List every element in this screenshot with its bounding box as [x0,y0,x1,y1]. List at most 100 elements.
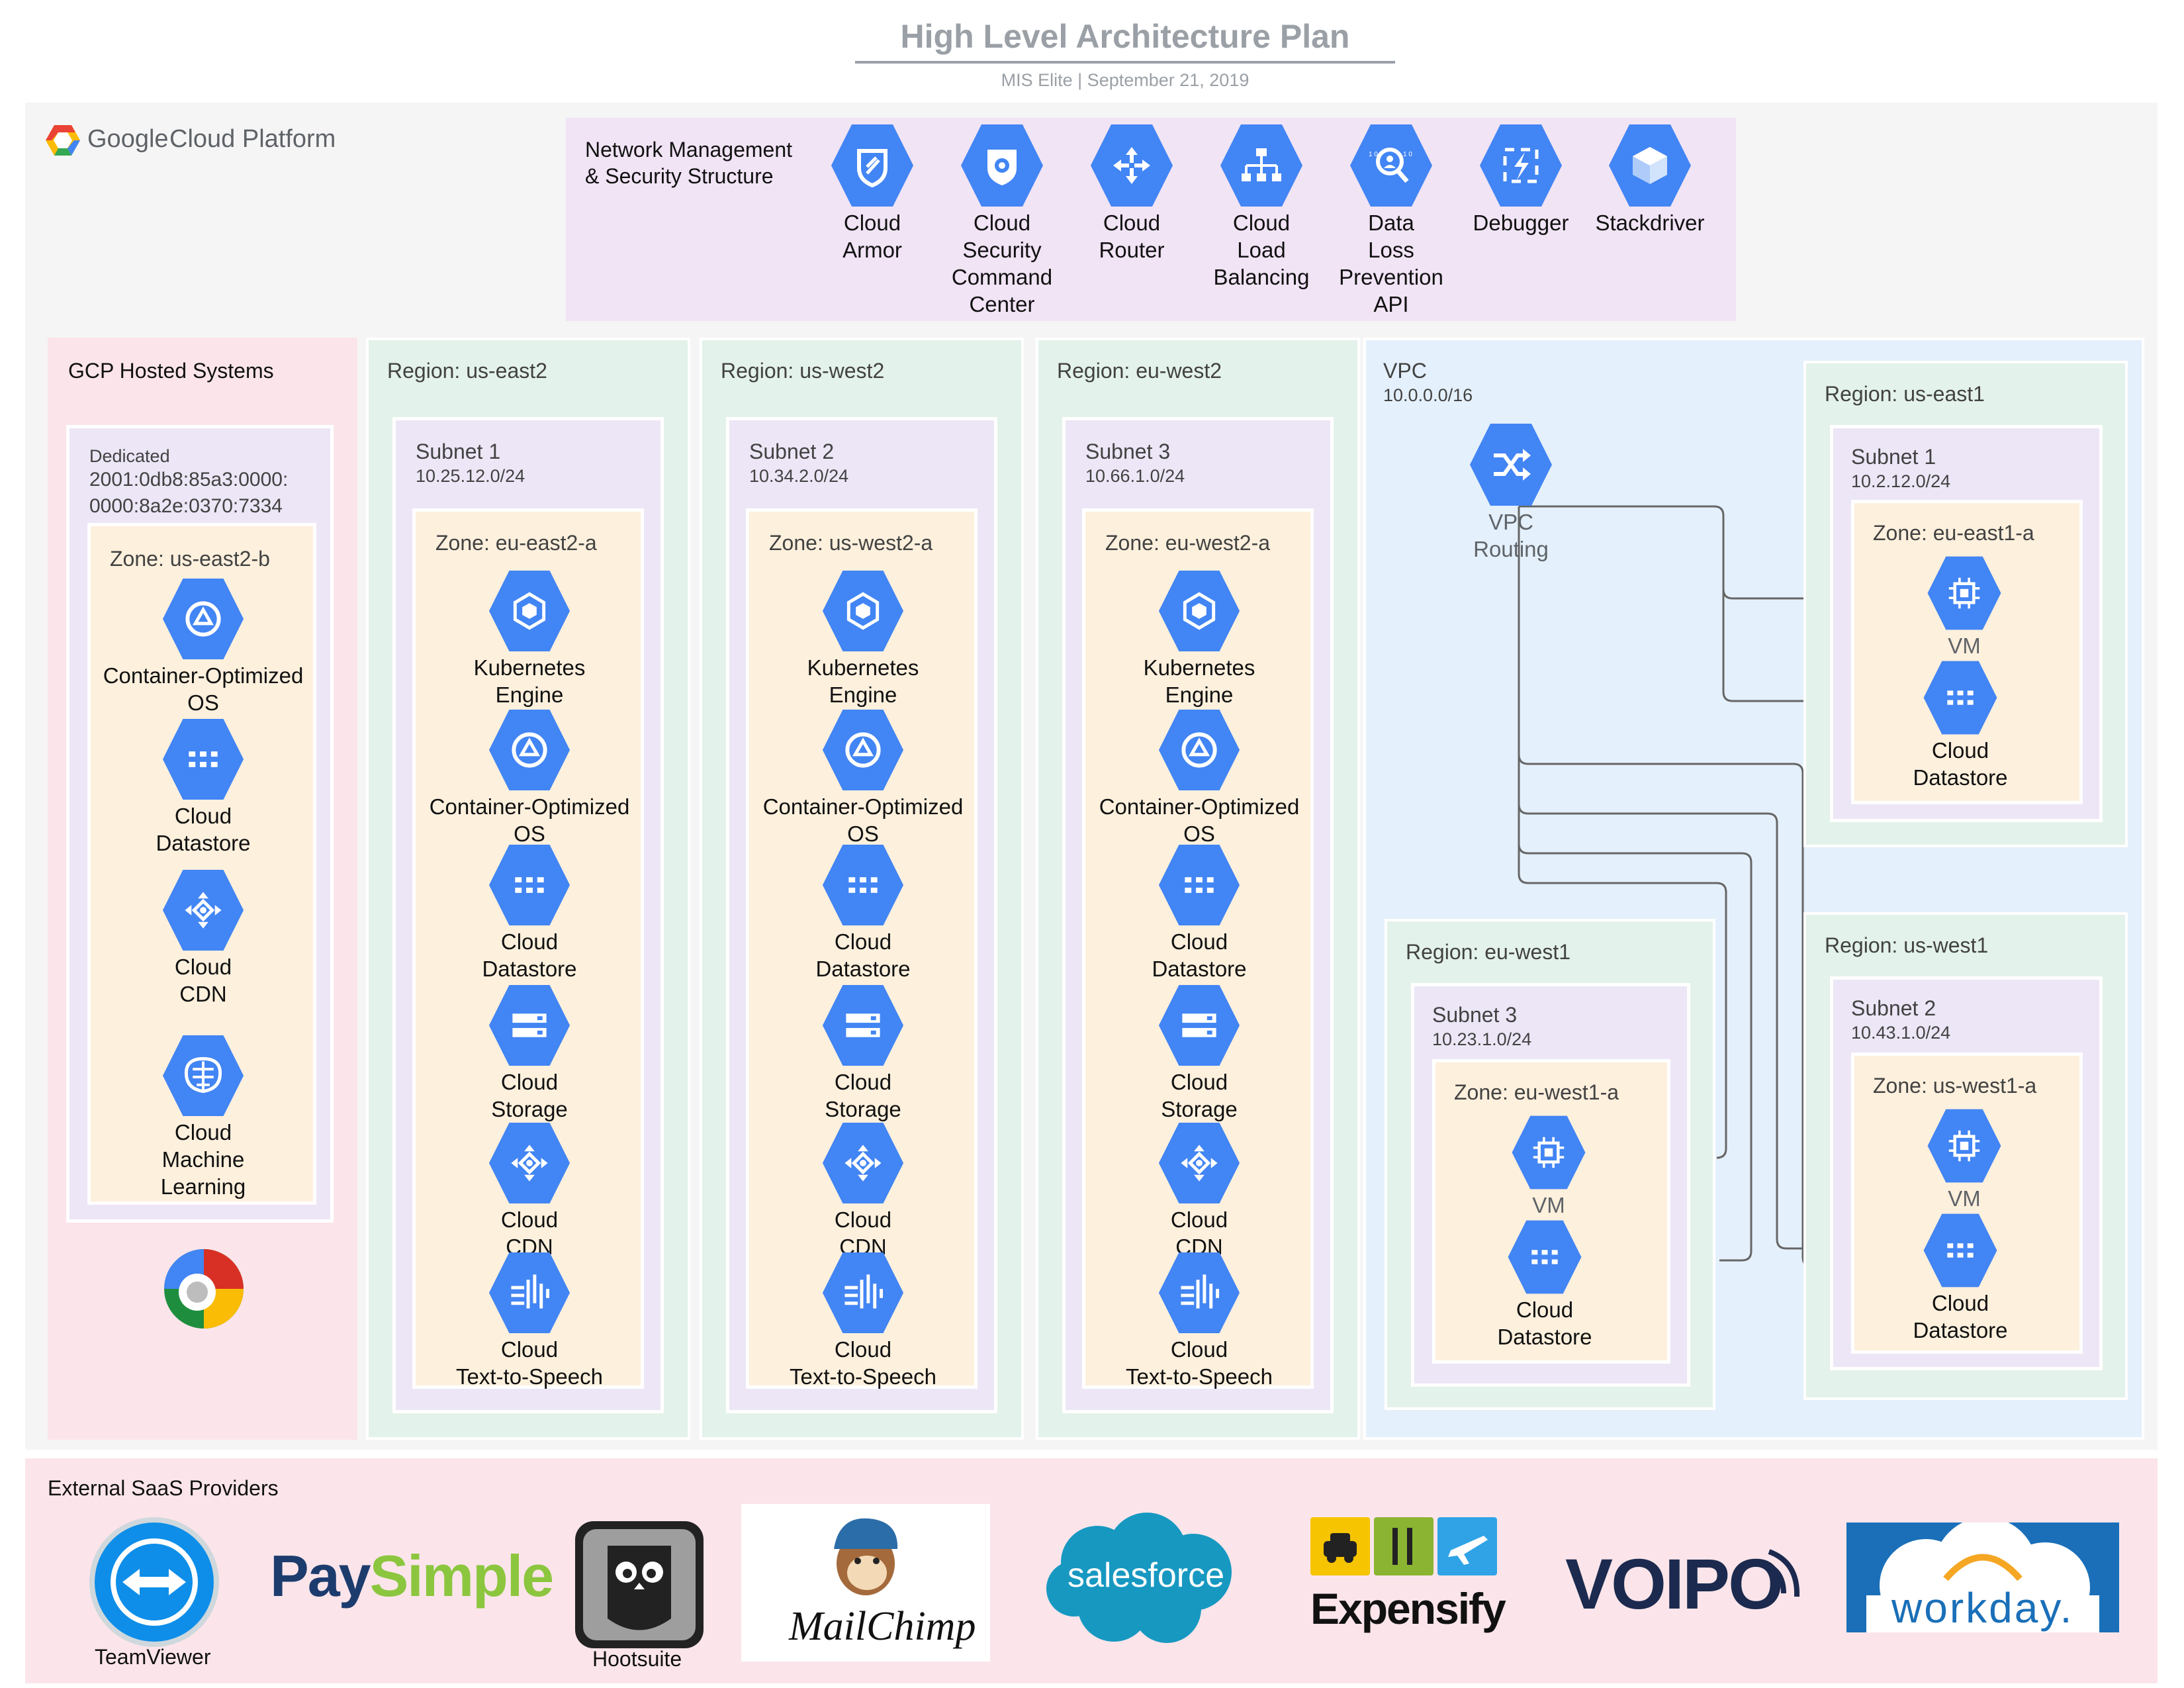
google-maps-logo-icon [164,1249,244,1329]
kubernetes-engine-icon [822,570,904,652]
stackdriver-node [1606,122,1694,209]
container-optimized-os-icon [822,709,904,791]
gcp-logo-icon [46,125,80,156]
label-line: Cloud [843,211,901,235]
debugger-icon [1480,124,1562,207]
label-line: Datastore [1913,1318,2008,1342]
cloud-security-command-center-node [958,122,1046,209]
label-line: Cloud [834,1337,892,1362]
subnet-cidr: 10.34.2.0/24 [749,466,849,486]
container-optimized-os-icon [488,709,570,791]
container-optimized-os-node [820,707,906,793]
vpc-subnet-label: Subnet 3 [1432,1003,1518,1027]
kubernetes-engine-icon [488,570,570,652]
cloud-cdn-node [486,1120,572,1206]
label-line: Kubernetes [807,655,919,680]
label-line: Cloud [973,211,1031,235]
label-line: VPC [1488,510,1533,534]
cloud-armor-icon [831,124,913,207]
cloud-datastore-node [1921,659,1999,737]
text-to-speech-node [1156,1250,1242,1336]
label-line: Kubernetes [473,655,586,680]
label-line: Cloud [834,929,892,954]
cloud-cdn-node [160,867,246,953]
label-line: Cloud [500,1337,559,1362]
label-line: Command [951,265,1053,289]
cloud-datastore-icon [488,844,570,926]
label-line: Center [969,292,1035,316]
workday-logo: workday. [1846,1517,2119,1632]
zone-box [1082,508,1314,1389]
cloud-datastore-node [486,842,572,928]
label-line: Datastore [156,831,251,855]
cloud-load-balancing-node [1218,122,1305,209]
paysimple-logo-simple: Simple [369,1543,555,1609]
paysimple-logo: PaySimple [270,1542,555,1610]
label-line: Armor [842,238,902,262]
container-optimized-os-node [160,576,246,662]
cloud-cdn-icon [488,1122,570,1204]
expensify-food-icon [1374,1517,1433,1575]
debugger-node [1477,122,1565,209]
label-line: Stackdriver [1595,211,1705,235]
cloud-router-icon [1091,124,1173,207]
label-line: OS [187,690,219,715]
cloud-storage-icon [822,984,904,1066]
label-line: Cloud [1170,929,1228,954]
container-optimized-os-icon [1158,709,1240,791]
cloud-datastore-node [160,716,246,802]
kubernetes-engine-icon [1158,570,1240,652]
zone-box [412,508,644,1389]
hosted-systems-title: GCP Hosted Systems [68,359,274,383]
teamviewer-logo [88,1516,220,1648]
salesforce-cloud-icon [1046,1513,1232,1643]
text-to-speech-node [486,1250,572,1336]
label-line: Cloud [1931,1291,1989,1315]
cloud-datastore-icon [822,844,904,926]
vm-node [1925,1107,2003,1185]
network-management-title-2: & Security Structure [585,164,774,188]
label-line: OS [1183,821,1215,846]
label-line: Cloud [834,1070,892,1094]
zone-label: Zone: eu-east2-a [435,531,597,555]
dedicated-label: Dedicated [89,446,170,466]
cloud-cdn-node [1156,1120,1242,1206]
cloud-storage-icon [488,984,570,1066]
cloud-cdn-icon [1158,1122,1240,1204]
cloud-armor-node [829,122,916,209]
vpc-region-title: Region: us-west1 [1825,933,1989,957]
subnet-label: Subnet 1 [416,440,501,463]
label-line: Cloud [174,955,232,979]
label-line: Machine [161,1147,245,1172]
expensify-wordmark: Expensify [1310,1584,1506,1633]
label-line: Cloud [500,929,559,954]
label-line: VM [1948,633,1981,658]
vm-node [1510,1113,1588,1192]
kubernetes-engine-node [486,568,572,654]
page-subtitle: MIS Elite | September 21, 2019 [1001,70,1250,90]
label-line: Routing [1473,537,1549,561]
kubernetes-engine-node [820,568,906,654]
vm-node [1925,554,2003,632]
label-line: Cloud [174,804,232,828]
label-line: Cloud [500,1070,559,1094]
label-line: OS [514,821,545,846]
network-management-title-1: Network Management [585,138,793,162]
teamviewer-caption: TeamViewer [95,1645,211,1669]
label-line: Security [962,238,1042,262]
cloud-security-command-center-icon [961,124,1043,207]
cloud-load-balancing-icon [1220,124,1302,207]
label-line: Datastore [482,957,577,981]
vpc-zone-label: Zone: eu-west1-a [1454,1080,1619,1104]
label-line: API [1373,292,1409,316]
